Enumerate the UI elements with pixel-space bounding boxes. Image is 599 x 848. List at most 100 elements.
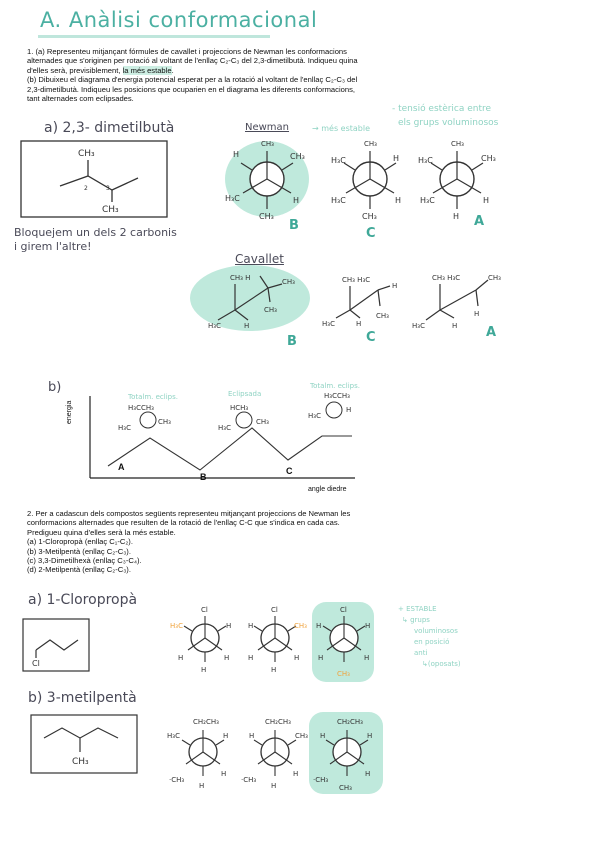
svg-text:CH₃: CH₃: [290, 152, 305, 161]
cavallet-projection-b: CH₃ H CH₃ H₃C H CH₃: [208, 274, 295, 330]
problem-1-part-a: 1. (a) Representeu mitjançant fórmules d…: [27, 47, 358, 75]
newman-projections-row: CH₃ H CH₃ H₃C CH₃ H CH₃ H₃C H H₃C CH₃ H …: [225, 140, 496, 221]
svg-text:H₃C: H₃C: [418, 156, 433, 165]
stable-note-line: en posició: [414, 638, 450, 646]
svg-text:CH₃: CH₃: [294, 622, 307, 630]
svg-text:H₃CCH₃: H₃CCH₃: [324, 392, 350, 400]
part-2a-heading: a) 1-Cloropropà: [28, 592, 138, 608]
svg-text:H₃C: H₃C: [118, 424, 131, 432]
svg-text:CH₃: CH₃: [256, 418, 269, 426]
problem-2-item: (c) 3,3-Dimetilhexà (enllaç C₃-C₄).: [27, 556, 142, 566]
svg-text:H₃C: H₃C: [331, 196, 346, 205]
svg-text:CH₃: CH₃: [376, 312, 389, 320]
svg-text:H: H: [271, 782, 276, 790]
svg-text:Cl: Cl: [340, 606, 347, 614]
highlight-most-stable: la més estable: [122, 65, 172, 75]
svg-text:CH₃: CH₃: [362, 212, 377, 221]
svg-text:H: H: [249, 732, 254, 740]
svg-text:CH₃: CH₃: [339, 784, 352, 792]
svg-text:H: H: [453, 212, 459, 221]
energy-diagram: H₃CCH₃ H₃C CH₃ HCH₃ H₃C CH₃ H₃CCH₃ H₃C H: [89, 392, 355, 479]
energy-point-b: B: [200, 472, 207, 482]
note-line-1: Bloquejem un dels 2 carbonis: [14, 226, 177, 239]
highlight-blob: [190, 265, 310, 331]
energy-annotation: Totalm. eclips.: [310, 382, 360, 390]
mini-newman-1: H₃CCH₃ H₃C CH₃: [118, 404, 171, 432]
svg-text:H: H: [316, 622, 321, 630]
svg-text:H₃C: H₃C: [218, 424, 231, 432]
svg-text:CH₃: CH₃: [451, 140, 464, 148]
skeletal-label: 3: [106, 185, 110, 192]
cavallet-letter-c: C: [366, 330, 376, 345]
svg-text:H: H: [223, 732, 228, 740]
stable-note-line: voluminosos: [414, 627, 458, 635]
svg-text:CH₃: CH₃: [158, 418, 171, 426]
svg-text:CH₃: CH₃: [264, 306, 277, 314]
svg-text:H: H: [271, 666, 276, 674]
svg-text:CH₃: CH₃: [364, 140, 377, 148]
newman-row-1-chloropropane: Cl H₃C H H H H Cl H CH₃ H H H Cl H H H H…: [170, 602, 374, 682]
title-underline: [38, 35, 270, 38]
problem-2-item: (b) 3-Metilpentà (enllaç C₂-C₃).: [27, 546, 131, 556]
skeletal-3-methylpentane: CH₃: [30, 714, 138, 774]
tension-note-1: - tensió estèrica entre: [392, 104, 492, 114]
tension-note-2: els grups voluminosos: [398, 118, 499, 128]
part-b-heading: b): [48, 380, 62, 395]
svg-text:H: H: [365, 770, 370, 778]
svg-text:Cl: Cl: [32, 659, 40, 668]
problem-2-item: (a) 1-Cloropropà (enllaç C₁-C₂).: [27, 537, 133, 547]
energy-point-c: C: [286, 466, 293, 476]
stable-note-line: ↳(oposats): [422, 660, 461, 668]
energy-y-label: energia: [66, 400, 73, 424]
svg-text:H₃C: H₃C: [420, 196, 435, 205]
problem-2-item: (d) 2-Metilpentà (enllaç C₂-C₃).: [27, 565, 131, 575]
svg-text:CH₃: CH₃: [282, 278, 295, 286]
svg-text:H: H: [367, 732, 372, 740]
svg-text:H: H: [320, 732, 325, 740]
svg-text:H: H: [346, 406, 351, 414]
cavallet-projection-c: CH₃ H₃C H H₃C H CH₃: [322, 276, 397, 328]
energy-point-a: A: [118, 462, 125, 472]
newman-projection-c: CH₃ H₃C H H₃C CH₃ H: [331, 140, 401, 221]
stable-note-line: anti: [414, 649, 428, 657]
problem-1-text: 1. (a) Representeu mitjançant fórmules d…: [27, 47, 358, 104]
problem-2-text: 2. Per a cadascun dels compostos següent…: [27, 509, 357, 575]
svg-text:H: H: [392, 282, 397, 290]
cavallet-projection-a: CH₃ H₃C CH₃ H₃C H H: [412, 274, 501, 330]
svg-text:H: H: [293, 196, 299, 205]
energy-annotation: Eclipsada: [228, 390, 262, 398]
page-title: A. Anàlisi conformacional: [40, 8, 318, 32]
svg-text:H₃C: H₃C: [308, 412, 321, 420]
mini-newman-3: H₃CCH₃ H₃C H: [308, 392, 351, 420]
svg-text:CH₃: CH₃: [72, 757, 89, 767]
newman-row-3-methylpentane: CH₂CH₃ H₃C H ·CH₃ H H CH₂CH₃ H CH₃ ·CH₃ …: [167, 712, 383, 794]
svg-text:H: H: [233, 150, 239, 159]
svg-text:·CH₃: ·CH₃: [313, 776, 328, 784]
svg-text:H: H: [293, 770, 298, 778]
newman-chloropropane-2: Cl H CH₃ H H H: [248, 606, 307, 674]
svg-text:CH₂CH₃: CH₂CH₃: [193, 718, 219, 726]
svg-text:H: H: [226, 622, 231, 630]
svg-text:CH₃: CH₃: [337, 670, 350, 678]
svg-text:H₃C: H₃C: [170, 622, 183, 630]
newman-methylpentane-2: CH₂CH₃ H CH₃ ·CH₃ H H: [241, 718, 308, 790]
cavallet-projections-row: CH₃ H CH₃ H₃C H CH₃ CH₃ H₃C H H₃C H CH₃ …: [190, 265, 501, 331]
skeletal-label: 2: [84, 185, 88, 192]
newman-chloropropane-1: Cl H₃C H H H H: [170, 606, 231, 674]
svg-text:·CH₃: ·CH₃: [241, 776, 256, 784]
problem-2-intro: 2. Per a cadascun dels compostos següent…: [27, 509, 351, 537]
energy-x-label: angle diedre: [308, 486, 347, 493]
skeletal-label: CH₃: [78, 149, 95, 159]
newman-letter-a: A: [474, 214, 485, 229]
problem-1-part-b: (b) Dibuixeu el diagrama d'energia poten…: [27, 75, 358, 104]
svg-text:CH₃: CH₃: [261, 140, 274, 148]
energy-annotation: Totalm. eclips.: [128, 393, 178, 401]
svg-text:H: H: [395, 196, 401, 205]
svg-text:CH₃: CH₃: [295, 732, 308, 740]
svg-text:H: H: [199, 782, 204, 790]
svg-text:Cl: Cl: [201, 606, 208, 614]
svg-text:CH₃: CH₃: [481, 154, 496, 163]
svg-text:H₃C: H₃C: [322, 320, 335, 328]
svg-text:H: H: [244, 322, 249, 330]
svg-text:H: H: [393, 154, 399, 163]
